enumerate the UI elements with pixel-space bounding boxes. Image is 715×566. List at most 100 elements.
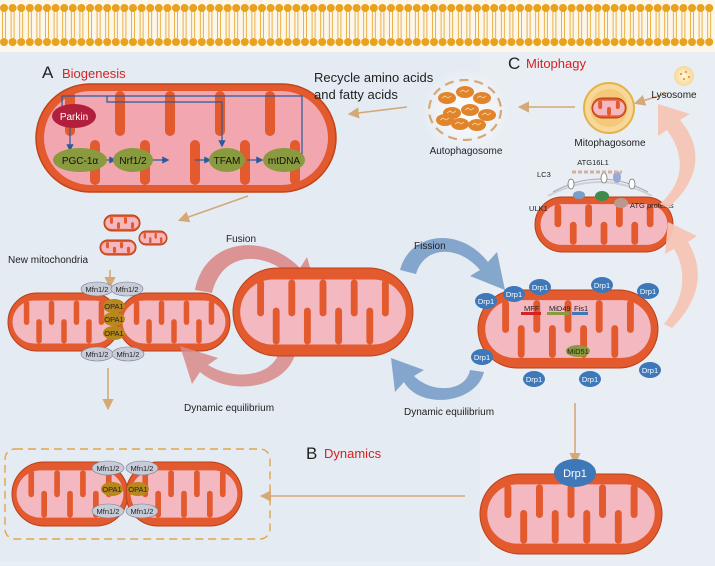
svg-text:Drp1: Drp1 xyxy=(526,375,542,384)
tfam-label: TFAM xyxy=(214,156,241,167)
opa-marker: OPA1 xyxy=(127,482,149,496)
pgc-label: PGC-1α xyxy=(62,156,99,167)
mitophagy-up-arrow-lower xyxy=(664,222,698,328)
drp1-marker: Drp1 xyxy=(523,371,545,387)
svg-text:Drp1: Drp1 xyxy=(474,353,490,362)
fusion-label: Fusion xyxy=(226,234,256,245)
svg-text:Mfn1/2: Mfn1/2 xyxy=(131,464,154,473)
mfn-marker: Mfn1/2 xyxy=(91,460,125,476)
section-a-title: Biogenesis xyxy=(62,66,126,81)
mfn-marker: Mfn1/2 xyxy=(110,281,144,297)
drp1-constricted-mitochondrion xyxy=(479,473,663,555)
nrf-node: Nrf1/2 xyxy=(113,148,153,172)
svg-text:OPA1: OPA1 xyxy=(102,485,121,494)
fusion-proteins-bottom: Mfn1/2 Mfn1/2 Mfn1/2 Mfn1/2 OPA1 OPA1 xyxy=(91,460,159,519)
mfn-marker: Mfn1/2 xyxy=(125,503,159,519)
recycle-label-line1: Recycle amino acids xyxy=(314,70,434,85)
central-mitochondrion xyxy=(232,267,414,357)
drp1-large-marker: Drp1 xyxy=(554,459,596,487)
equilibrium-arrow-left xyxy=(180,346,296,387)
mfn-marker: Mfn1/2 xyxy=(125,460,159,476)
drp1-marker: Drp1 xyxy=(639,362,661,378)
drp1-marker: Drp1 xyxy=(591,277,613,293)
svg-text:OPA1: OPA1 xyxy=(128,485,147,494)
mitophagosome-label: Mitophagosome xyxy=(574,138,646,149)
svg-text:Mfn1/2: Mfn1/2 xyxy=(116,285,139,294)
mtdna-label: mtDNA xyxy=(268,156,301,167)
svg-text:Drp1: Drp1 xyxy=(642,366,658,375)
cell-membrane xyxy=(0,0,715,52)
degraded-fragments xyxy=(436,86,496,131)
drp1-marker: Drp1 xyxy=(529,279,551,295)
mfn-marker: Mfn1/2 xyxy=(111,346,145,362)
section-b-letter: B xyxy=(306,444,317,463)
parkin-node: Parkin xyxy=(52,104,96,128)
opa-marker: OPA1 xyxy=(103,326,125,340)
svg-text:OPA1: OPA1 xyxy=(104,315,123,324)
drp1-marker: Drp1 xyxy=(475,293,497,309)
equilibrium-arrow-right xyxy=(391,358,484,400)
fission-proteins: MFF MiD49 Fis1 MiD51 xyxy=(521,304,590,357)
mitophagy-up-arrow-upper xyxy=(658,104,696,208)
svg-text:Drp1: Drp1 xyxy=(532,283,548,292)
section-b-title: Dynamics xyxy=(324,446,382,461)
svg-text:Mfn1/2: Mfn1/2 xyxy=(86,285,109,294)
equilibrium-right-label: Dynamic equilibrium xyxy=(404,407,494,418)
svg-text:Drp1: Drp1 xyxy=(640,287,656,296)
phagophore-membrane xyxy=(547,170,653,208)
mff-label: MFF xyxy=(524,304,540,313)
lysosome-label: Lysosome xyxy=(651,90,697,101)
phagophore-mitochondrion xyxy=(534,196,674,253)
new-mitochondria-cluster xyxy=(99,214,168,256)
ulk1-label: ULK1 xyxy=(529,204,548,213)
svg-text:Mfn1/2: Mfn1/2 xyxy=(117,350,140,359)
lc3-label: LC3 xyxy=(537,170,551,179)
svg-text:Mfn1/2: Mfn1/2 xyxy=(97,507,120,516)
drp1-marker: Drp1 xyxy=(471,349,493,365)
section-a-letter: A xyxy=(42,63,54,82)
svg-text:Drp1: Drp1 xyxy=(478,297,494,306)
svg-text:Drp1: Drp1 xyxy=(594,281,610,290)
mfn-marker: Mfn1/2 xyxy=(80,346,114,362)
mtdna-node: mtDNA xyxy=(263,148,305,172)
opa-marker: OPA1 xyxy=(103,312,125,326)
recycle-label-line2: and fatty acids xyxy=(314,87,398,102)
svg-text:OPA1: OPA1 xyxy=(104,302,123,311)
svg-text:Mfn1/2: Mfn1/2 xyxy=(131,507,154,516)
opa-marker: OPA1 xyxy=(103,299,125,313)
svg-text:Drp1: Drp1 xyxy=(506,290,522,299)
svg-text:Drp1: Drp1 xyxy=(582,375,598,384)
mfn-marker: Mfn1/2 xyxy=(80,281,114,297)
fission-mitochondrion xyxy=(477,289,659,369)
biogenesis-mitochondrion xyxy=(35,83,337,193)
atg16l1-label: ATG16L1 xyxy=(577,158,609,167)
opa-marker: OPA1 xyxy=(101,482,123,496)
parkin-label: Parkin xyxy=(60,112,88,123)
drp1-marker: Drp1 xyxy=(637,283,659,299)
new-mitochondria-label: New mitochondria xyxy=(8,255,88,266)
section-c-title: Mitophagy xyxy=(526,56,586,71)
flow-arrows xyxy=(102,92,669,502)
section-c-letter: C xyxy=(508,54,520,73)
atg-proteins-label: ATG proteins xyxy=(630,201,674,210)
svg-text:Mfn1/2: Mfn1/2 xyxy=(86,350,109,359)
fused-mitochondria-left xyxy=(7,292,231,352)
mitophagosome xyxy=(583,82,635,134)
pgc-node: PGC-1α xyxy=(53,148,107,172)
fis1-label: Fis1 xyxy=(574,304,588,313)
svg-text:Drp1: Drp1 xyxy=(563,468,587,480)
nrf-label: Nrf1/2 xyxy=(119,156,147,167)
autophagosome xyxy=(421,68,509,156)
lysosome xyxy=(674,66,694,86)
fusion-proteins-top: Mfn1/2 Mfn1/2 Mfn1/2 Mfn1/2 OPA1 OPA1 OP… xyxy=(80,281,145,362)
svg-text:OPA1: OPA1 xyxy=(104,329,123,338)
mid51-label: MiD51 xyxy=(567,347,589,356)
equilibrium-left-label: Dynamic equilibrium xyxy=(184,403,274,414)
svg-text:Mfn1/2: Mfn1/2 xyxy=(97,464,120,473)
fission-arrow xyxy=(400,238,505,290)
drp1-marker: Drp1 xyxy=(503,286,525,302)
drp1-marker: Drp1 xyxy=(579,371,601,387)
fission-label: Fission xyxy=(414,241,446,252)
tfam-node: TFAM xyxy=(209,148,245,172)
